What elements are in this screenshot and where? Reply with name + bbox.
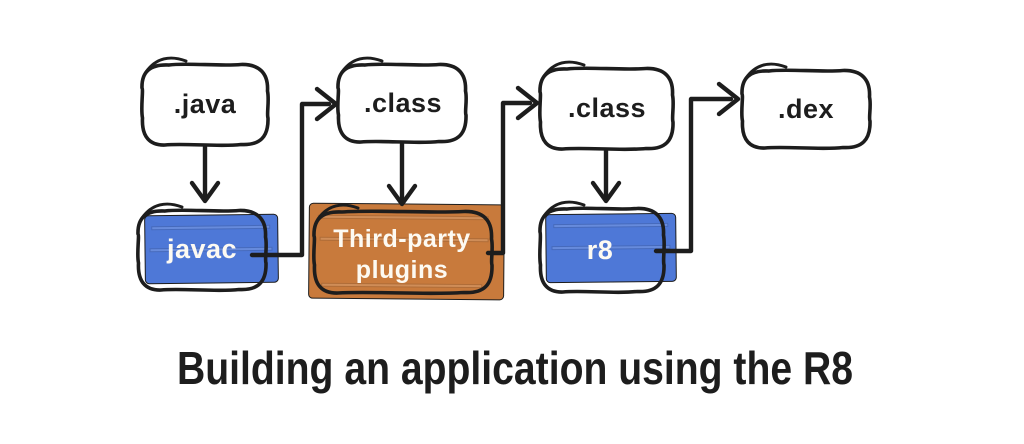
class1-box-outline xyxy=(335,62,469,145)
java-label: .java xyxy=(174,89,237,119)
r8-box-outline xyxy=(537,206,667,295)
edges xyxy=(189,81,741,258)
node-class-2: .class xyxy=(537,60,676,152)
class1-label: .class xyxy=(364,88,442,118)
dex-corner-tick xyxy=(744,62,788,80)
plugins-box-outline xyxy=(311,209,495,296)
javac-label: javac xyxy=(166,234,237,264)
dex-box-outline xyxy=(739,68,873,151)
class1-corner-tick xyxy=(340,56,384,74)
marker-streak xyxy=(151,224,271,231)
r8-marker-fill xyxy=(545,212,677,284)
node-class-1: .class xyxy=(335,56,469,145)
node-dex: .dex xyxy=(739,62,873,151)
node-r8: r8 xyxy=(537,200,677,295)
plugins-label-line1: Third-party xyxy=(333,225,470,253)
class2-corner-tick xyxy=(542,60,586,78)
r8-corner-tick xyxy=(542,200,586,218)
java-corner-tick xyxy=(144,56,188,74)
javac-box-outline xyxy=(135,208,269,293)
class2-box-outline xyxy=(537,66,676,152)
arrowhead-down-icon xyxy=(590,180,622,204)
connector-javac-to-class1 xyxy=(249,101,332,258)
plugins-label-line2: plugins xyxy=(356,256,448,284)
arrowhead-right-icon xyxy=(716,81,741,117)
arrowhead-down-icon xyxy=(189,180,221,204)
marker-streak xyxy=(321,282,483,289)
node-javac: javac xyxy=(135,202,279,293)
javac-corner-tick xyxy=(140,202,184,220)
class2-label: .class xyxy=(568,93,646,123)
java-box-outline xyxy=(139,62,271,148)
node-java: .java xyxy=(139,56,271,148)
r8-label: r8 xyxy=(587,235,614,265)
marker-streak xyxy=(149,246,273,253)
node-plugins: Third-party plugins xyxy=(308,202,505,301)
dex-label: .dex xyxy=(778,94,834,124)
arrowhead-right-icon xyxy=(314,86,339,122)
marker-streak xyxy=(319,236,489,243)
marker-streak xyxy=(553,222,669,229)
plugins-corner-tick xyxy=(316,203,360,221)
connector-plugins-to-class2 xyxy=(485,100,533,256)
diagram-title: Building an application using the R8 xyxy=(177,342,853,394)
javac-marker-fill xyxy=(144,213,279,285)
marker-streak xyxy=(551,244,671,251)
arrowhead-down-icon xyxy=(386,183,418,207)
connector-r8-to-dex xyxy=(653,96,734,254)
arrowhead-right-icon xyxy=(515,85,540,121)
